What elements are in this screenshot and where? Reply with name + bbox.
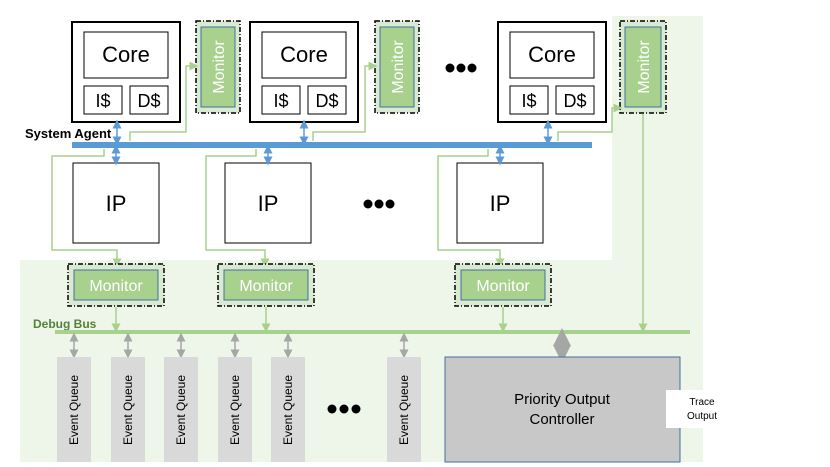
core-bus-connectors (112, 119, 553, 146)
icache-label: I$ (95, 91, 110, 111)
ip-ellipsis (363, 199, 395, 209)
core-monitor-3: Monitor (619, 20, 667, 114)
core-block-2: Core I$ D$ (249, 21, 359, 123)
event-queue-1: Event Queue (57, 357, 91, 462)
event-queue-label: Event Queue (228, 375, 242, 445)
debug-bus (55, 330, 690, 334)
event-queue-label: Event Queue (121, 375, 135, 445)
trace-output: Trace Output (666, 390, 720, 428)
core-monitor-trace-lines (129, 61, 623, 141)
event-queue-5: Event Queue (271, 357, 305, 462)
event-queue-ellipsis (327, 404, 361, 414)
monitor-label: Monitor (211, 40, 228, 94)
event-queue-label: Event Queue (174, 375, 188, 445)
core-label: Core (102, 42, 150, 67)
ip-block-1: IP (72, 162, 160, 244)
event-queue-3: Event Queue (164, 357, 198, 462)
event-queue-label: Event Queue (281, 375, 295, 445)
trace-output-line1: Trace (689, 397, 715, 408)
dcache-label: D$ (137, 91, 160, 111)
icache-label: I$ (273, 91, 288, 111)
core-block-1: Core I$ D$ (71, 21, 181, 123)
monitor-label: Monitor (239, 278, 293, 295)
ip-label: IP (258, 191, 279, 216)
monitor-label: Monitor (476, 278, 530, 295)
monitor-label: Monitor (636, 40, 653, 94)
event-queue-label: Event Queue (397, 375, 411, 445)
priority-output-controller: Priority Output Controller (444, 356, 681, 463)
ip-block-3: IP (456, 162, 544, 244)
system-agent-label: System Agent (25, 126, 112, 141)
trace-output-line2: Output (687, 411, 717, 422)
system-agent-bus (72, 142, 592, 148)
ip-label: IP (106, 191, 127, 216)
debug-region-background (20, 16, 703, 462)
dcache-label: D$ (563, 91, 586, 111)
event-queue-label: Event Queue (67, 375, 81, 445)
monitor-label: Monitor (89, 278, 143, 295)
core-label: Core (280, 42, 328, 67)
poc-label-line1: Priority Output (514, 391, 611, 408)
event-queue-2: Event Queue (111, 357, 145, 462)
event-queue-4: Event Queue (218, 357, 252, 462)
ip-monitor-trace-lines (51, 149, 505, 268)
core-label: Core (528, 42, 576, 67)
core-ellipsis (445, 63, 477, 73)
ip-bus-connectors (111, 144, 505, 166)
ip-monitor-3: Monitor (454, 263, 552, 307)
dcache-label: D$ (315, 91, 338, 111)
icache-label: I$ (521, 91, 536, 111)
debug-bus-label: Debug Bus (33, 317, 97, 331)
monitor-to-debug-bus-lines (111, 114, 648, 333)
event-queue-connectors (69, 332, 409, 359)
ip-label: IP (490, 191, 511, 216)
core-monitor-2: Monitor (374, 20, 420, 114)
ip-block-2: IP (224, 162, 312, 244)
ip-monitor-1: Monitor (67, 263, 165, 307)
core-block-3: Core I$ D$ (497, 21, 607, 123)
core-monitor-1: Monitor (195, 20, 241, 114)
monitor-label: Monitor (390, 40, 407, 94)
ip-monitor-2: Monitor (217, 263, 315, 307)
poc-label-line2: Controller (529, 411, 594, 428)
event-queue-6: Event Queue (387, 357, 421, 462)
